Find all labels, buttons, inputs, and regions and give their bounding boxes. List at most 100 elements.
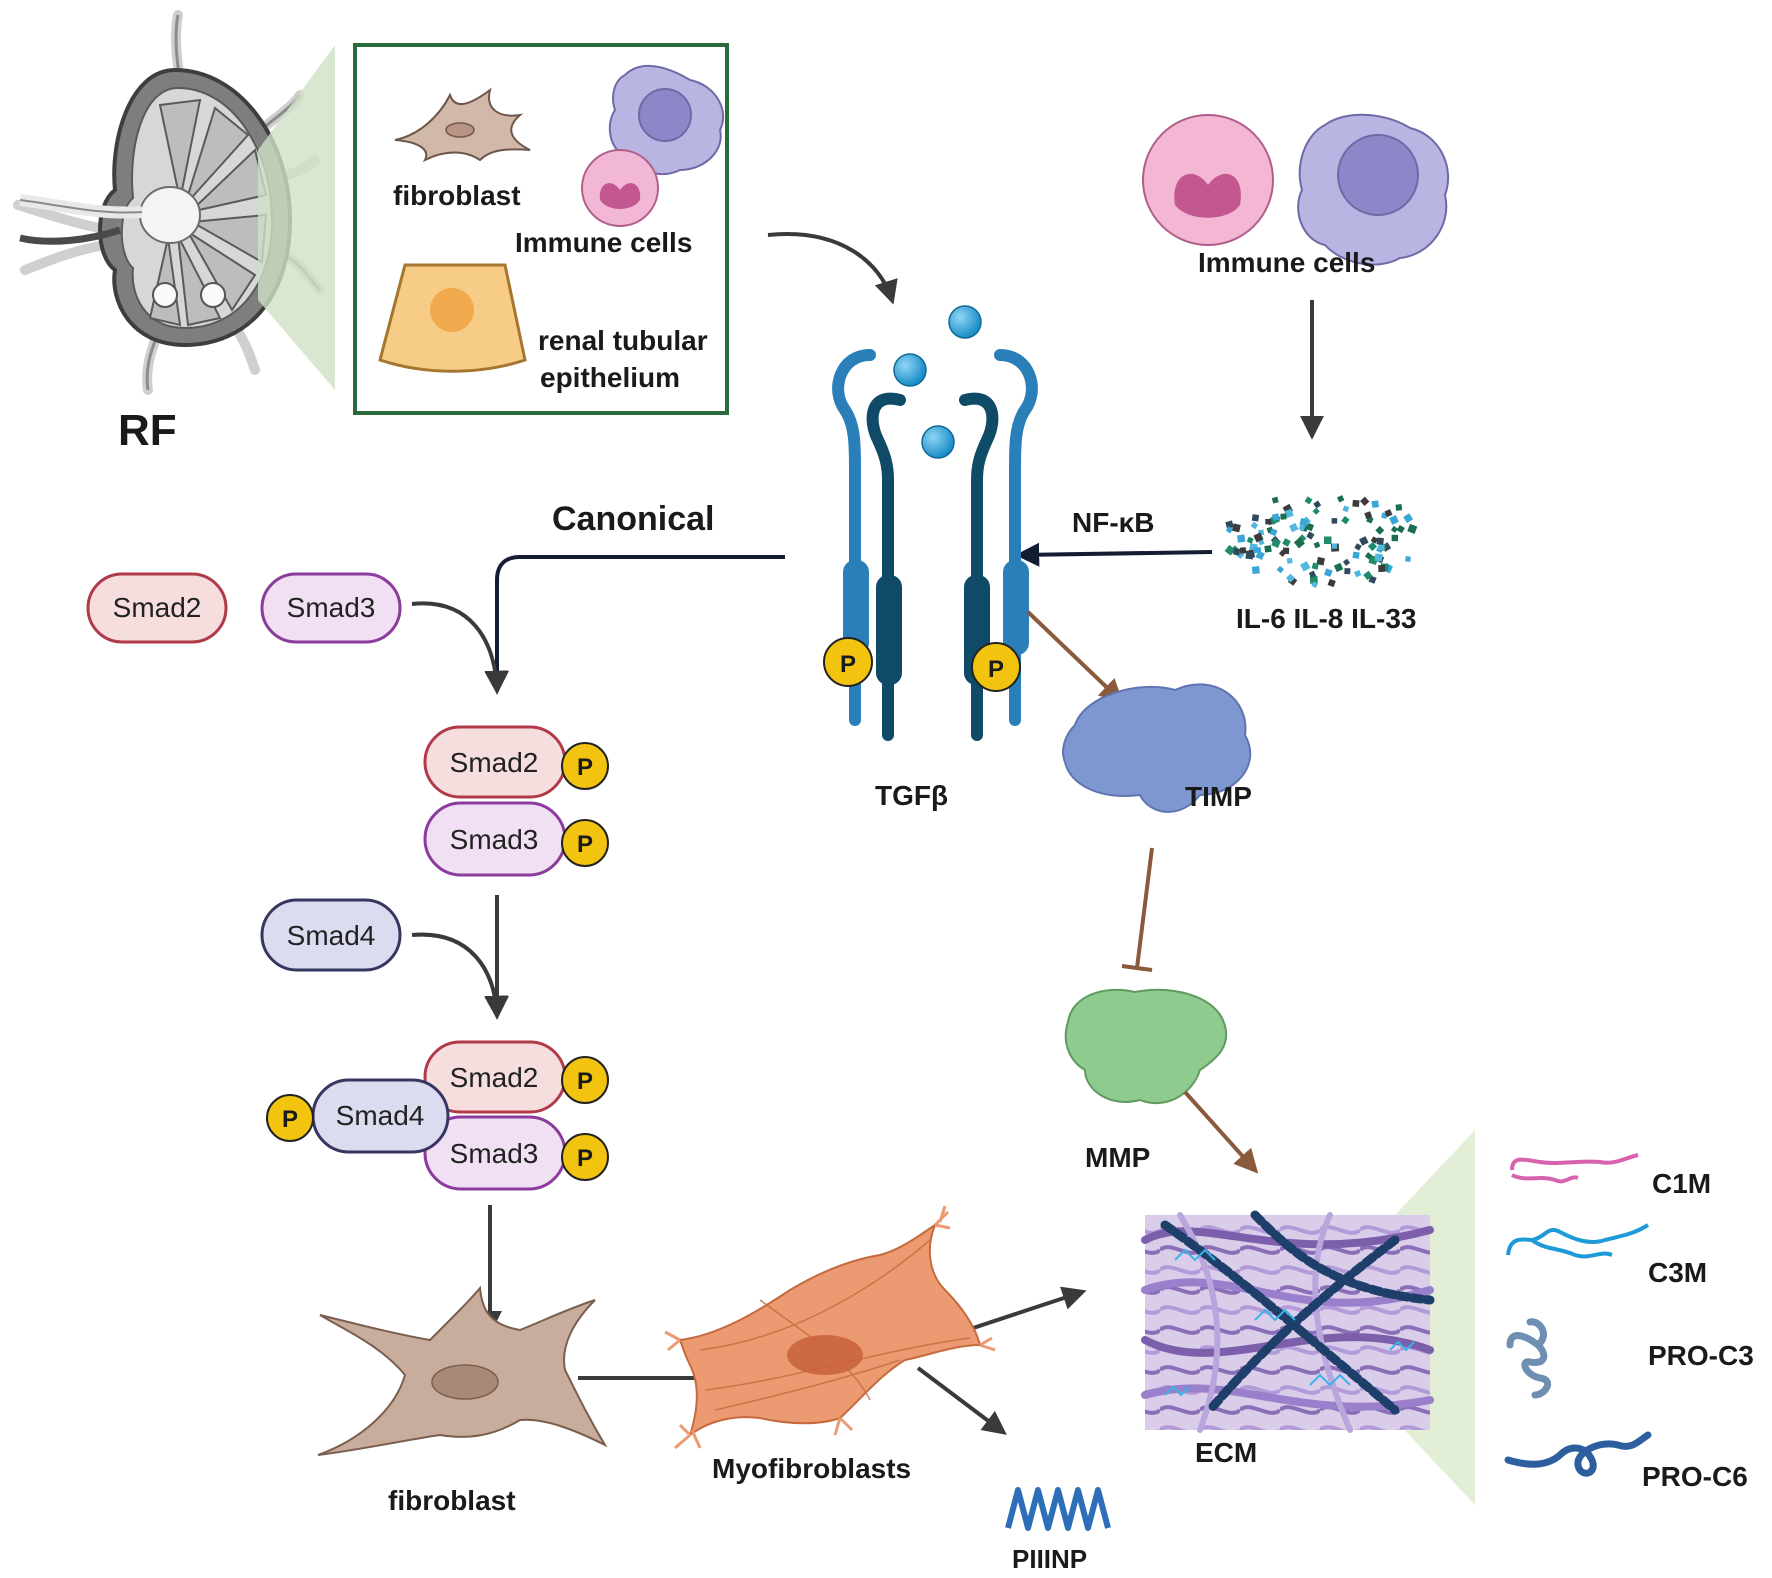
cytokine-dot bbox=[1371, 500, 1380, 508]
ligand-icon bbox=[893, 353, 927, 387]
cytokine-dot bbox=[1264, 545, 1272, 553]
cytokine-dot bbox=[1313, 500, 1322, 509]
cytokine-dot bbox=[1370, 536, 1379, 544]
smad4-label: Smad4 bbox=[287, 920, 376, 951]
cytokine-dot bbox=[1331, 543, 1338, 549]
cytokine-dot bbox=[1299, 517, 1309, 527]
cytokine-dot bbox=[1272, 513, 1280, 521]
phospho-label: P bbox=[840, 651, 856, 678]
cytokine-dot bbox=[1237, 534, 1246, 543]
nfkb-arrow bbox=[1015, 542, 1213, 567]
cytokine-dot bbox=[1344, 568, 1351, 575]
complex-smad4-label: Smad4 bbox=[336, 1100, 425, 1131]
myofibroblast-cell bbox=[664, 1205, 996, 1450]
cytokine-dot bbox=[1278, 549, 1286, 557]
inset-renal-label-2: epithelium bbox=[540, 362, 680, 393]
tgfb-to-timp-arrow bbox=[1026, 610, 1124, 704]
cytokine-dot bbox=[1327, 578, 1336, 588]
cytokine-dot bbox=[1286, 557, 1293, 564]
pro-c3-label: PRO-C3 bbox=[1648, 1340, 1754, 1371]
inset-immune-label: Immune cells bbox=[515, 227, 692, 258]
ligand-icon bbox=[948, 305, 982, 339]
cytokine-dot bbox=[1289, 522, 1299, 533]
fibroblast-label: fibroblast bbox=[388, 1485, 516, 1516]
smad3-label: Smad3 bbox=[287, 592, 376, 623]
smad3-to-phospho-arrow bbox=[411, 601, 509, 695]
cytokine-dot bbox=[1323, 536, 1332, 545]
cytokine-dot bbox=[1245, 551, 1254, 560]
fibroblast-cell bbox=[317, 1285, 608, 1456]
cytokine-dot bbox=[1384, 509, 1393, 518]
cytokine-dot bbox=[1405, 556, 1411, 562]
cytokine-dot bbox=[1231, 523, 1241, 533]
cytokine-dot bbox=[1389, 514, 1399, 525]
pro-c6-label: PRO-C6 bbox=[1642, 1461, 1748, 1492]
myofibroblasts-label: Myofibroblasts bbox=[712, 1453, 911, 1484]
immune-cells-label: Immune cells bbox=[1198, 247, 1375, 278]
canonical-arrow bbox=[485, 555, 785, 695]
pro-c6-fragment-icon bbox=[1504, 1431, 1652, 1477]
myofibroblast-to-piiinp-arrow bbox=[916, 1366, 1007, 1435]
ecm-label: ECM bbox=[1195, 1437, 1257, 1468]
cytokine-dot bbox=[1376, 537, 1384, 545]
cytokine-dot bbox=[1306, 531, 1315, 540]
cytokine-dot bbox=[1342, 558, 1351, 566]
cytokine-dot bbox=[1353, 569, 1362, 578]
cytokine-dot bbox=[1253, 532, 1264, 543]
cytokine-dot bbox=[1311, 562, 1319, 570]
smad2-phospho-label: Smad2 bbox=[450, 747, 539, 778]
mmp-label: MMP bbox=[1085, 1142, 1150, 1173]
smad4-to-complex-arrow bbox=[411, 932, 509, 1020]
cytokine-dot bbox=[1391, 534, 1398, 542]
timp-label: TIMP bbox=[1185, 781, 1252, 812]
mmp-protein bbox=[1064, 988, 1228, 1105]
cytokine-dot bbox=[1225, 520, 1234, 529]
cytokine-dot bbox=[1341, 515, 1350, 525]
cytokine-dot bbox=[1251, 514, 1260, 522]
cytokine-dot bbox=[1331, 518, 1338, 524]
cytokine-dot bbox=[1276, 565, 1285, 574]
cytokine-dot bbox=[1309, 575, 1318, 584]
piiinp-label: PIIINP bbox=[1012, 1544, 1087, 1574]
cytokine-dot bbox=[1251, 565, 1260, 575]
cytokine-dot bbox=[1308, 570, 1317, 578]
cytokine-dot bbox=[1359, 536, 1369, 546]
cytokine-dot bbox=[1407, 523, 1418, 534]
kidney-illustration bbox=[13, 10, 335, 395]
cytokines-label: IL-6 IL-8 IL-33 bbox=[1236, 603, 1416, 634]
cytokine-dot bbox=[1280, 513, 1287, 520]
timp-protein bbox=[1062, 683, 1252, 813]
cytokine-dot bbox=[1375, 525, 1385, 535]
c3m-fragment-icon bbox=[1506, 1223, 1650, 1259]
cell-types-inset bbox=[353, 43, 729, 415]
mmp-to-ecm-arrow bbox=[1183, 1090, 1259, 1174]
cytokine-dot bbox=[1390, 525, 1398, 533]
phospho-label: P bbox=[577, 1145, 593, 1172]
pro-c3-fragment-icon bbox=[1506, 1318, 1552, 1399]
cytokine-dot bbox=[1305, 522, 1315, 532]
cytokine-dot bbox=[1313, 541, 1321, 549]
phospho-label: P bbox=[577, 1068, 593, 1095]
cytokine-dot bbox=[1367, 541, 1378, 552]
cytokine-dot bbox=[1324, 568, 1333, 577]
cytokine-dot bbox=[1342, 505, 1350, 513]
cytokine-dot bbox=[1252, 547, 1259, 554]
cytokine-dot bbox=[1403, 513, 1414, 524]
cytokine-dot bbox=[1352, 499, 1360, 507]
inset-renal-label-1: renal tubular bbox=[538, 325, 708, 356]
cytokine-dot bbox=[1298, 524, 1306, 532]
c1m-label: C1M bbox=[1652, 1168, 1711, 1199]
cytokine-dot bbox=[1233, 548, 1241, 556]
cytokine-dot bbox=[1255, 550, 1265, 560]
smad3-phospho-label: Smad3 bbox=[450, 824, 539, 855]
inset-to-tgfb-arrow bbox=[767, 232, 898, 305]
cytokine-dot bbox=[1354, 543, 1362, 551]
ecm-matrix bbox=[1141, 1130, 1475, 1505]
neutrophil-small-icon bbox=[581, 149, 659, 227]
c1m-fragment-icon bbox=[1510, 1153, 1639, 1184]
cytokine-dot bbox=[1360, 496, 1370, 506]
nfkb-label: NF-κB bbox=[1072, 507, 1154, 538]
tgfb-receptor bbox=[823, 305, 1038, 741]
ligand-icon bbox=[921, 425, 955, 459]
